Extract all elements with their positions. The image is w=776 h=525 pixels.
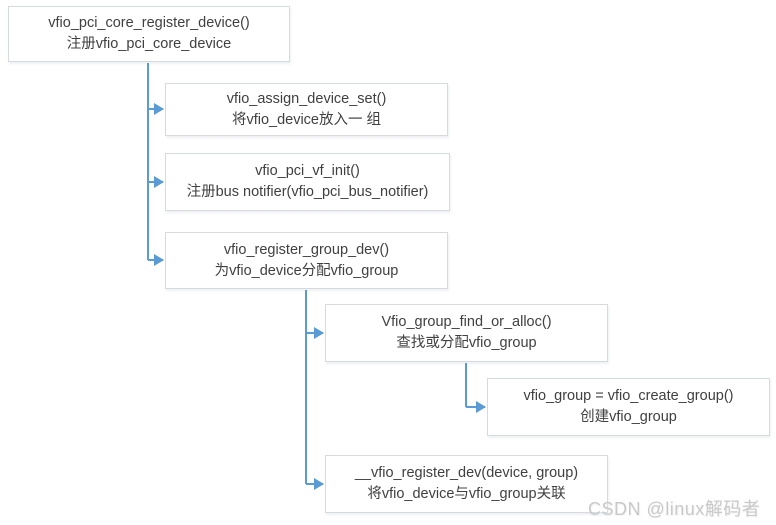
node-vfio-register-group-dev: vfio_register_group_dev() 为vfio_device分配… <box>165 232 448 289</box>
node-vfio-create-group: vfio_group = vfio_create_group() 创建vfio_… <box>487 378 770 436</box>
node-description: 创建vfio_group <box>580 409 677 425</box>
node-function-name: __vfio_register_dev(device, group) <box>354 465 579 481</box>
node-function-name: vfio_pci_vf_init() <box>255 163 360 179</box>
node-function-name: vfio_register_group_dev() <box>223 241 390 258</box>
node-vfio-assign-device-set: vfio_assign_device_set() 将vfio_device放入一… <box>165 83 448 136</box>
node-vfio-pci-core-register-device: vfio_pci_core_register_device() 注册vfio_p… <box>8 6 290 62</box>
node-description: 注册bus notifier(vfio_pci_bus_notifier) <box>186 184 429 200</box>
csdn-watermark: CSDN @linux解码者 <box>588 499 761 519</box>
node-function-name: vfio_assign_device_set() <box>226 90 387 107</box>
node-vfio-group-find-or-alloc: Vfio_group_find_or_alloc() 查找或分配vfio_gro… <box>325 304 608 362</box>
node-description: 将vfio_device放入一 组 <box>231 111 382 128</box>
node-function-name: vfio_group = vfio_create_group() <box>523 388 734 404</box>
node-vfio-register-dev: __vfio_register_dev(device, group) 将vfio… <box>325 455 608 513</box>
node-function-name: Vfio_group_find_or_alloc() <box>381 314 552 330</box>
node-description: 注册vfio_pci_core_device <box>66 36 232 52</box>
node-description: 查找或分配vfio_group <box>396 335 537 351</box>
node-description: 为vfio_device分配vfio_group <box>214 262 399 279</box>
node-vfio-pci-vf-init: vfio_pci_vf_init() 注册bus notifier(vfio_p… <box>165 153 450 211</box>
node-function-name: vfio_pci_core_register_device() <box>48 15 250 31</box>
node-description: 将vfio_device与vfio_group关联 <box>367 486 566 502</box>
